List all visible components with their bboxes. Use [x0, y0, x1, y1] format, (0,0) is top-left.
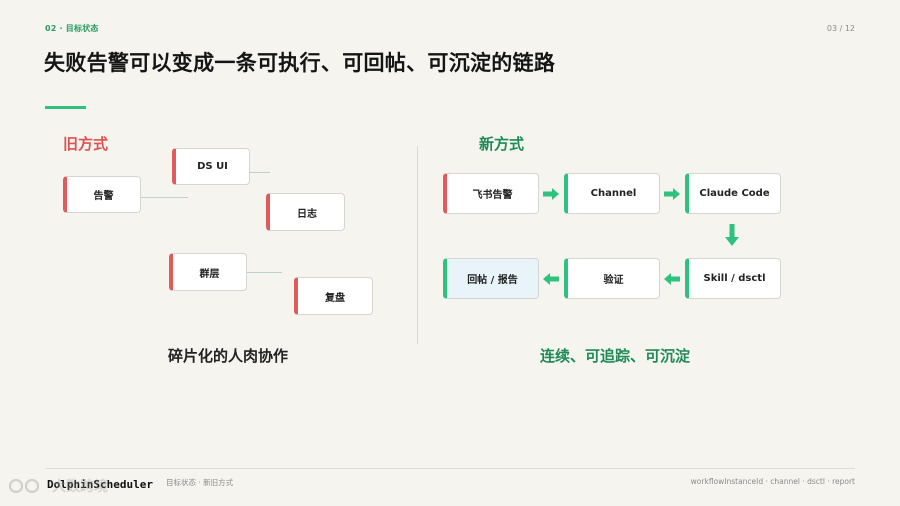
connector-line: [248, 172, 270, 173]
connector-line: [140, 197, 188, 198]
new-reply-report-box: 回帖 / 报告: [443, 258, 539, 299]
watermark-logo-icon: [9, 479, 39, 493]
column-divider: [417, 146, 418, 344]
section-label: 02 · 目标状态: [45, 24, 99, 33]
connector-line: [222, 272, 282, 273]
slide-title: 失败告警可以变成一条可执行、可回帖、可沉淀的链路: [44, 51, 556, 75]
watermark: [8, 478, 42, 494]
old-way-title: 旧方式: [63, 135, 109, 153]
new-channel-box: Channel: [564, 173, 660, 214]
new-feishu-alert-box: 飞书告警: [443, 173, 539, 214]
old-review-box: 复盘: [294, 277, 373, 315]
new-verify-label: 验证: [603, 275, 624, 286]
footer-logo: DolphinScheduler: [47, 478, 153, 491]
new-claude-code-box: Claude Code: [685, 173, 781, 214]
new-skill-dsctl-label: Skill / dsctl: [703, 273, 766, 284]
old-logs-label: 日志: [297, 208, 317, 220]
title-underline: [45, 106, 86, 109]
page-number: 03 / 12: [826, 24, 855, 33]
new-channel-label: Channel: [590, 188, 637, 199]
footer-divider: [45, 468, 855, 469]
watermark-text: 大数跨境: [52, 479, 108, 495]
arrow-right-icon: [543, 188, 559, 200]
old-group-chat-label: 群层: [199, 268, 220, 280]
footer-subtitle: 目标状态 · 新旧方式: [166, 478, 234, 487]
new-skill-dsctl-box: Skill / dsctl: [685, 258, 781, 299]
arrow-left-icon: [543, 273, 559, 285]
new-reply-report-label: 回帖 / 报告: [467, 275, 518, 286]
new-way-title: 新方式: [479, 135, 525, 153]
watermark-text-wrap: 大数跨境: [52, 476, 108, 496]
arrow-down-icon: [725, 224, 739, 246]
new-feishu-alert-label: 飞书告警: [472, 190, 513, 201]
old-review-label: 复盘: [325, 292, 345, 304]
old-ds-ui-box: DS UI: [172, 148, 250, 185]
new-claude-code-label: Claude Code: [699, 188, 770, 199]
old-way-caption: 碎片化的人肉协作: [168, 347, 289, 365]
old-ds-ui-label: DS UI: [197, 161, 228, 172]
arrow-right-icon: [664, 188, 680, 200]
new-verify-box: 验证: [564, 258, 660, 299]
footer-keywords: workflowInstanceId · channel · dsctl · r…: [690, 477, 855, 486]
old-logs-box: 日志: [266, 193, 345, 231]
new-way-caption: 连续、可追踪、可沉淀: [540, 347, 691, 365]
old-alert-box: 告警: [63, 176, 141, 213]
old-group-chat-box: 群层: [169, 253, 247, 291]
old-alert-label: 告警: [93, 191, 114, 202]
arrow-left-icon: [664, 273, 680, 285]
